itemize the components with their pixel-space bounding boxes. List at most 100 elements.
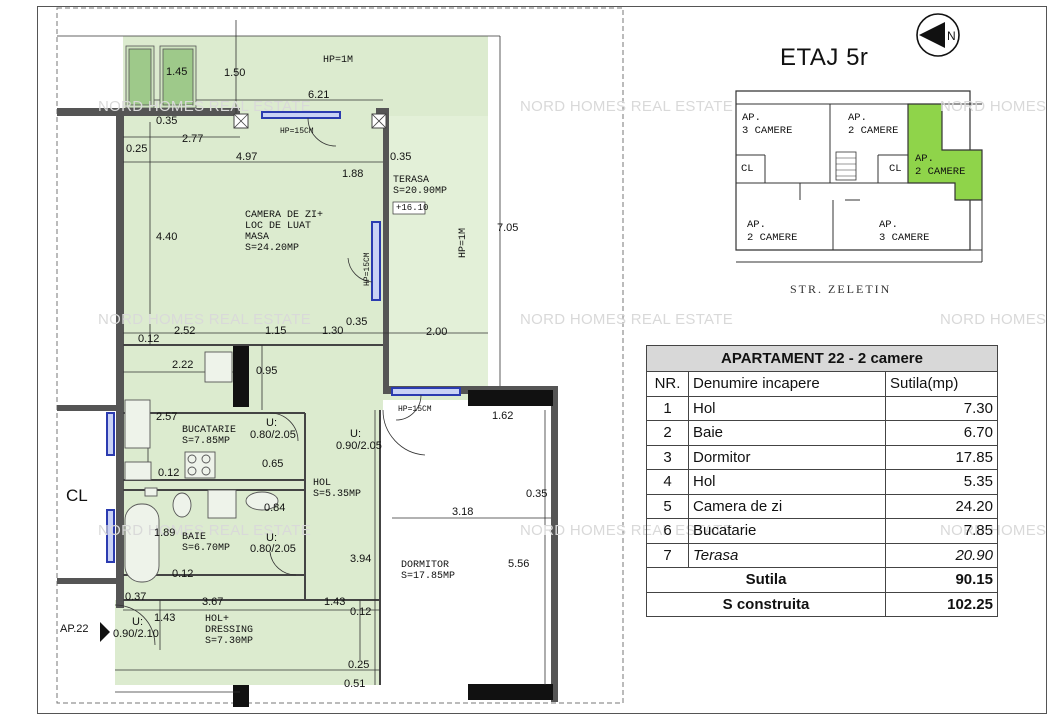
dimension-label: U: <box>266 532 277 544</box>
dimension-label: 2.22 <box>172 359 194 371</box>
column <box>233 113 249 129</box>
dimension-label: 7.05 <box>497 222 519 234</box>
row-number: 7 <box>646 542 689 568</box>
dimension-label: 1.89 <box>154 527 176 539</box>
dimension-label: 0.90/2.10 <box>113 628 159 640</box>
room-label-bedroom: DORMITOR S=17.85MP <box>401 560 456 582</box>
dimension-label: 4.40 <box>156 231 178 243</box>
wall-block <box>468 390 553 406</box>
table-row: 5 Camera de zi 24.20 <box>646 493 998 519</box>
windows <box>106 111 461 563</box>
room-name: Baie <box>688 420 886 446</box>
dimension-label: 0.37 <box>125 591 147 603</box>
terrace-tag-box <box>392 201 426 215</box>
table-caption: APARTAMENT 22 - 2 camere <box>646 345 998 372</box>
dimension-label: 1.43 <box>154 612 176 624</box>
total-value: 102.25 <box>885 591 998 617</box>
table-row: 7 Terasa 20.90 <box>646 542 998 568</box>
dimension-label: 1.43 <box>324 596 346 608</box>
watermark: NORD HOMES <box>940 311 1047 328</box>
window-height-label: HP=15CM <box>280 127 314 136</box>
wall-block <box>468 684 553 700</box>
dimension-label: 0.25 <box>126 143 148 155</box>
dimension-label: 1.88 <box>342 168 364 180</box>
room-area: 7.30 <box>885 395 998 421</box>
dimension-label: 3.94 <box>350 553 372 565</box>
dimension-label: 1.50 <box>224 67 246 79</box>
row-number: 3 <box>646 444 689 470</box>
room-area: 6.70 <box>885 420 998 446</box>
door-swings <box>114 117 426 646</box>
terrace-level-tag: +16.10 <box>396 203 429 213</box>
dimension-label: 2.00 <box>426 326 448 338</box>
dimension-label: 1.62 <box>492 410 514 422</box>
room-area: 5.35 <box>885 469 998 495</box>
key-unit-label: AP. 2 CAMERE <box>747 219 798 244</box>
key-stair <box>835 151 857 181</box>
window-height-label: HP=15CM <box>363 252 372 286</box>
watermark: NORD HOMES <box>940 98 1047 115</box>
row-number: 6 <box>646 518 689 544</box>
table-row: 1 Hol 7.30 <box>646 395 998 421</box>
total-label: Sutila <box>646 567 886 593</box>
room-area: 7.85 <box>885 518 998 544</box>
dimension-label: 0.80/2.05 <box>250 429 296 441</box>
drawing-frame <box>37 6 1047 714</box>
watermark: NORD HOMES REAL ESTATE <box>98 522 312 539</box>
fixtures <box>124 351 279 583</box>
room-area: 24.20 <box>885 493 998 519</box>
column-header: Sutila(mp) <box>885 371 998 397</box>
parapet-height-top: HP=1M <box>323 55 354 66</box>
column-header: Denumire incapere <box>688 371 886 397</box>
watermark: NORD HOMES REAL ESTATE <box>520 311 734 328</box>
apartment-marker: AP.22 <box>60 623 89 635</box>
terrace-area <box>383 116 488 386</box>
table-row: 2 Baie 6.70 <box>646 420 998 446</box>
dimension-label: 0.65 <box>262 458 284 470</box>
terrace-planters <box>125 45 197 109</box>
dimension-label: U: <box>266 417 277 429</box>
key-unit-label: AP. 3 CAMERE <box>879 219 930 244</box>
room-name: Camera de zi <box>688 493 886 519</box>
key-unit-label: AP. 3 CAMERE <box>742 112 793 137</box>
dimension-label: 4.97 <box>236 151 258 163</box>
watermark: NORD HOMES REAL ESTATE <box>98 98 312 115</box>
dimension-label: 0.95 <box>256 365 278 377</box>
dimension-label: 0.25 <box>348 659 370 671</box>
dimension-label: 2.52 <box>174 325 196 337</box>
north-compass-icon: N <box>916 13 960 57</box>
cl-label: CL <box>66 486 88 505</box>
window-height-label: HP=15CM <box>398 405 432 414</box>
room-label-hall: HOL S=5.35MP <box>313 478 362 500</box>
table-row: 4 Hol 5.35 <box>646 469 998 495</box>
room-name: Terasa <box>688 542 886 568</box>
dimension-label: 1.15 <box>265 325 287 337</box>
key-cl-label: CL <box>889 163 902 175</box>
dimension-label: 0.51 <box>344 678 366 690</box>
column-header: NR. <box>646 371 689 397</box>
key-cl-label: CL <box>741 163 754 175</box>
row-number: 1 <box>646 395 689 421</box>
key-plan-lines <box>736 103 983 263</box>
wall-block <box>233 345 249 407</box>
table-header-row: NR. Denumire incapere Sutila(mp) <box>646 371 998 397</box>
total-row: Sutila 90.15 <box>646 567 998 593</box>
dimension-label: 2.57 <box>156 411 178 423</box>
dimension-label: 0.35 <box>156 115 178 127</box>
dimension-label: 0.12 <box>138 333 160 345</box>
dimension-label: U: <box>132 616 143 628</box>
rooms-area-table: APARTAMENT 22 - 2 camere NR. Denumire in… <box>646 345 998 617</box>
dimension-label: 5.56 <box>508 558 530 570</box>
row-number: 4 <box>646 469 689 495</box>
dimension-label: 0.12 <box>172 568 194 580</box>
street-name: STR. ZELETIN <box>790 282 892 296</box>
wall-block <box>233 685 249 707</box>
watermark: NORD HOMES REAL ESTATE <box>520 98 734 115</box>
entry-arrow <box>100 622 110 642</box>
total-value: 90.15 <box>885 567 998 593</box>
dimension-label: 0.35 <box>346 316 368 328</box>
room-area: 20.90 <box>885 542 998 568</box>
dimension-label: 0.80/2.05 <box>250 543 296 555</box>
site-boundary <box>56 7 624 704</box>
room-label-hall-dressing: HOL+ DRESSING S=7.30MP <box>205 614 254 647</box>
